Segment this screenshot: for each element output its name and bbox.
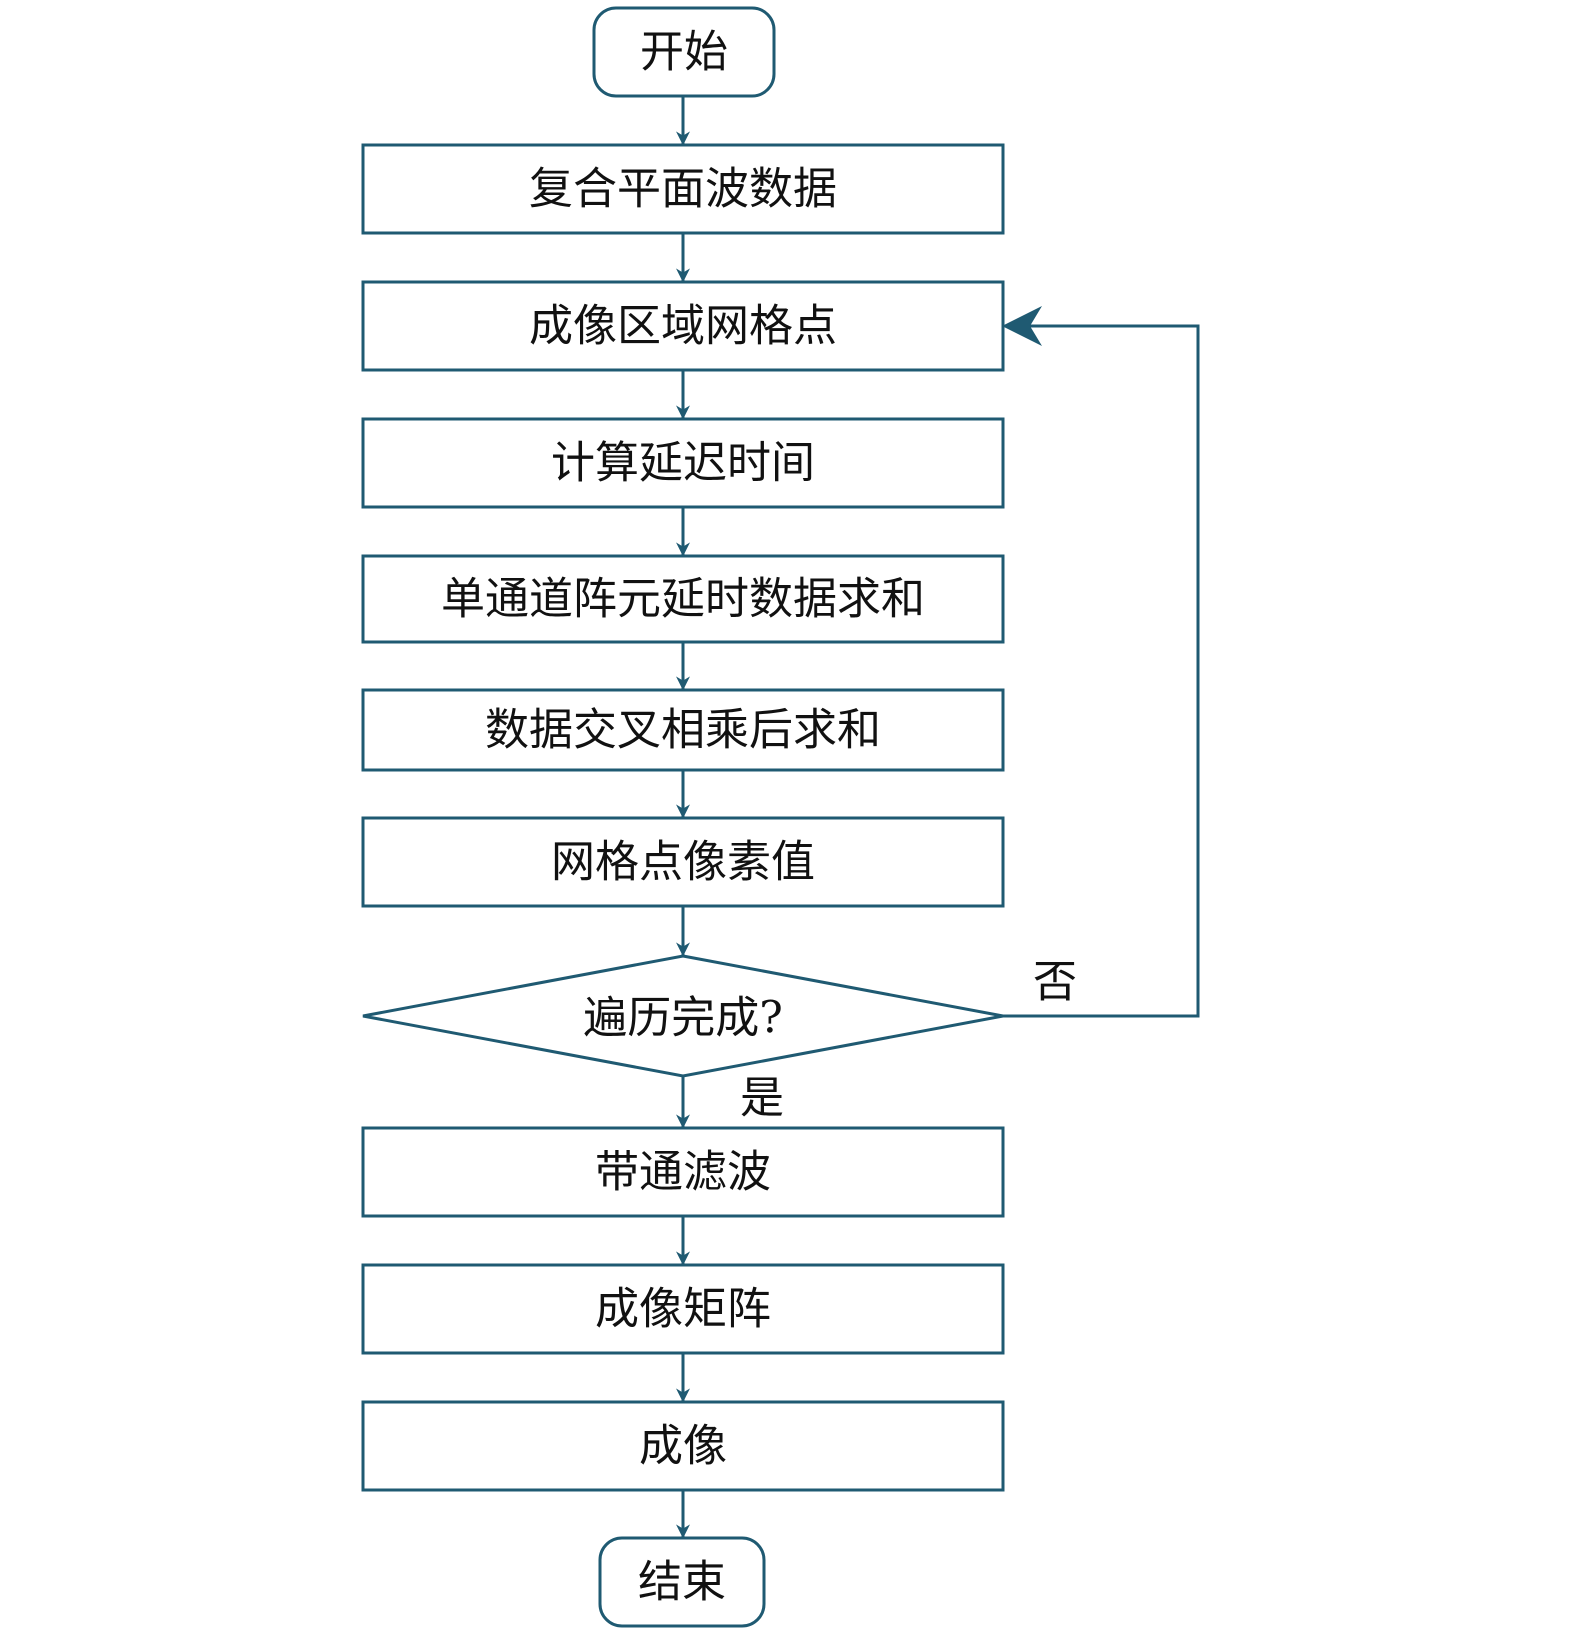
node-grid-points-label: 成像区域网格点 xyxy=(529,301,837,352)
node-end-shape xyxy=(598,1536,766,1628)
node-imaging-matrix: 成像矩阵 xyxy=(361,1263,1005,1355)
node-plane-wave-data-shape xyxy=(361,143,1005,235)
node-pixel-value-label: 网格点像素值 xyxy=(551,837,815,888)
node-imaging-matrix-label: 成像矩阵 xyxy=(595,1284,771,1335)
node-bandpass-filter: 带通滤波 xyxy=(361,1126,1005,1218)
node-start-shape xyxy=(592,6,776,98)
node-pixel-value-shape xyxy=(361,816,1005,908)
node-channel-sum-shape xyxy=(361,554,1005,644)
node-delay-time: 计算延迟时间 xyxy=(361,417,1005,509)
node-pixel-value: 网格点像素值 xyxy=(361,816,1005,908)
edges xyxy=(676,96,1200,1539)
node-grid-points-shape xyxy=(361,280,1005,372)
node-cross-multiply-sum-shape xyxy=(361,688,1005,772)
node-traverse-done: 遍历完成? xyxy=(362,954,1004,1078)
node-delay-time-label: 计算延迟时间 xyxy=(551,438,815,489)
edge-labels: 是 否 xyxy=(740,957,1077,1124)
node-end: 结束 xyxy=(598,1536,766,1628)
node-bandpass-filter-shape xyxy=(361,1126,1005,1218)
node-start-label: 开始 xyxy=(640,27,728,78)
node-imaging-shape xyxy=(361,1400,1005,1492)
node-imaging-label: 成像 xyxy=(639,1421,727,1472)
node-cross-multiply-sum-label: 数据交叉相乘后求和 xyxy=(485,705,881,756)
node-traverse-done-shape xyxy=(362,954,1004,1078)
node-channel-sum: 单通道阵元延时数据求和 xyxy=(361,554,1005,644)
node-delay-time-shape xyxy=(361,417,1005,509)
node-traverse-done-label: 遍历完成? xyxy=(583,993,783,1044)
node-grid-points: 成像区域网格点 xyxy=(361,280,1005,372)
node-plane-wave-data-label: 复合平面波数据 xyxy=(529,164,837,215)
node-cross-multiply-sum: 数据交叉相乘后求和 xyxy=(361,688,1005,772)
edge-label-yes: 是 xyxy=(740,1073,784,1124)
node-plane-wave-data: 复合平面波数据 xyxy=(361,143,1005,235)
nodes: 开始 复合平面波数据 成像区域网格点 计算延迟时间 单通道阵元延时数据求和 数据… xyxy=(361,6,1005,1628)
node-channel-sum-label: 单通道阵元延时数据求和 xyxy=(441,574,925,625)
node-start: 开始 xyxy=(592,6,776,98)
node-imaging-matrix-shape xyxy=(361,1263,1005,1355)
node-bandpass-filter-label: 带通滤波 xyxy=(595,1147,771,1198)
edge-label-no: 否 xyxy=(1033,957,1077,1008)
node-end-label: 结束 xyxy=(638,1557,726,1608)
node-imaging: 成像 xyxy=(361,1400,1005,1492)
edge-traverse-done-to-grid-points xyxy=(1002,306,1200,1018)
